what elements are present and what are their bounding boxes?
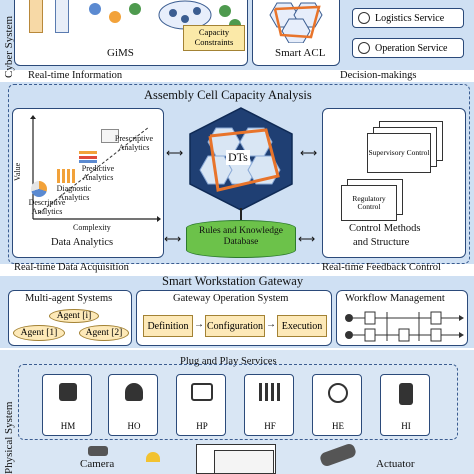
predictive-icon	[79, 151, 97, 163]
capacity-constraints-box: Capacity Constraints	[183, 25, 245, 51]
step-arrow-1: →	[194, 319, 204, 330]
database-label: Rules and Knowledge Database	[199, 226, 283, 247]
execution-step: Execution	[277, 315, 327, 337]
analytics-axes	[30, 115, 161, 222]
left-double-arrow: ⟷	[166, 146, 184, 160]
logistics-service-box[interactable]: Logistics Service	[352, 8, 464, 28]
device-hp[interactable]: HP	[176, 374, 226, 436]
capacity-constraints-label: Capacity Constraints	[194, 27, 234, 47]
ho-label: HO	[127, 421, 141, 431]
control-caption-2: and Structure	[353, 237, 410, 248]
database-cylinder	[186, 220, 296, 258]
control-panel: Supervisory Control Regulatory Control C…	[322, 108, 466, 258]
device-hf[interactable]: HF	[244, 374, 294, 436]
hi-label: HI	[401, 421, 411, 431]
workflow-diagram	[345, 311, 464, 342]
worker-icon	[146, 452, 160, 462]
multi-agent-panel: Multi-agent Systems Agent [i] Agent [1] …	[8, 290, 132, 346]
prescriptive-icon	[101, 129, 119, 143]
device-he[interactable]: HE	[312, 374, 362, 436]
descriptive-analytics-label: Descriptive Analytics	[28, 198, 66, 216]
gims-network-graphic	[89, 0, 241, 31]
operation-service-box[interactable]: Operation Service	[352, 38, 464, 58]
agent-1: Agent [1]	[13, 325, 65, 341]
customer-column	[29, 0, 43, 33]
logistics-service-label: Logistics Service	[375, 12, 445, 24]
value-axis-label: Value	[13, 162, 22, 181]
analysis-frame	[8, 84, 470, 264]
hf-icon	[259, 383, 281, 401]
database-arrow	[240, 208, 242, 222]
camera-icon	[88, 446, 108, 456]
device-hi[interactable]: HI	[380, 374, 430, 436]
hf-label: HF	[264, 421, 276, 431]
operation-icon	[358, 42, 370, 54]
hm-icon	[59, 383, 77, 401]
data-analytics-caption: Data Analytics	[51, 237, 114, 248]
diagnostic-analytics-label: Diagnostic Analytics	[56, 184, 92, 202]
smart-acl-panel: Smart ACL	[252, 0, 340, 66]
hp-icon	[191, 383, 213, 401]
he-label: HE	[332, 421, 344, 431]
configuration-step: Configuration	[205, 315, 265, 337]
db-to-control-arrow: ⟷	[298, 232, 316, 246]
realtime-column	[55, 0, 69, 33]
right-double-arrow: ⟷	[300, 146, 318, 160]
workflow-panel: Workflow Management	[336, 290, 468, 346]
hp-label: HP	[196, 421, 208, 431]
gateway-title: Smart Workstation Gateway	[162, 274, 304, 288]
gateway-os-title: Gateway Operation System	[173, 293, 289, 304]
camera-label: Camera	[80, 458, 115, 470]
definition-step: Definition	[143, 315, 193, 337]
regulatory-control-box: Regulatory Control	[341, 185, 397, 221]
physical-system-label: Physical System	[3, 401, 15, 474]
agent-2: Agent [2]	[79, 325, 129, 341]
smart-acl-label: Smart ACL	[275, 47, 326, 59]
plug-and-play-label: Plug and Play Services	[180, 356, 277, 367]
diagnostic-icon	[57, 169, 75, 183]
device-frame	[18, 364, 458, 440]
ho-icon	[125, 383, 143, 401]
hm-label: HM	[60, 421, 76, 431]
gateway-os-panel: Gateway Operation System Definition → Co…	[136, 290, 332, 346]
hi-icon	[399, 383, 413, 405]
logistics-icon	[358, 12, 370, 24]
actuator-label: Actuator	[376, 458, 415, 470]
operation-service-label: Operation Service	[375, 42, 448, 54]
analytics-to-db-arrow: ⟷	[164, 232, 182, 246]
he-icon	[328, 383, 348, 403]
tablet-graphic-2	[214, 450, 274, 474]
data-analytics-panel: Descriptive Analytics Diagnostic Analyti…	[12, 108, 164, 258]
step-arrow-2: →	[266, 319, 276, 330]
analysis-title: Assembly Cell Capacity Analysis	[144, 88, 312, 102]
dts-label: DTs	[226, 150, 250, 165]
predictive-analytics-label: Predictive Analytics	[81, 164, 115, 182]
device-hm[interactable]: HM	[42, 374, 92, 436]
multi-agent-title: Multi-agent Systems	[25, 293, 113, 304]
device-ho[interactable]: HO	[108, 374, 158, 436]
gims-panel: GiMS Capacity Constraints	[14, 0, 248, 66]
agent-i: Agent [i]	[49, 309, 99, 323]
realtime-information-label: Real-time Information	[28, 70, 123, 81]
decision-makings-label: Decision-makings	[340, 70, 417, 81]
gims-label: GiMS	[107, 47, 134, 59]
descriptive-icon	[31, 181, 47, 197]
realtime-acquisition-label: Real-time Data Acquisition	[14, 262, 129, 273]
workflow-title: Workflow Management	[345, 293, 445, 304]
realtime-feedback-label: Real-time Feedback Control	[322, 262, 441, 273]
supervisory-control-box: Supervisory Control	[367, 133, 431, 173]
control-caption-1: Control Methods	[349, 223, 421, 234]
prescriptive-analytics-label: Prescriptive Analytics	[114, 134, 154, 152]
smart-acl-hex-graphic	[269, 2, 323, 43]
complexity-axis-label: Complexity	[73, 223, 111, 232]
